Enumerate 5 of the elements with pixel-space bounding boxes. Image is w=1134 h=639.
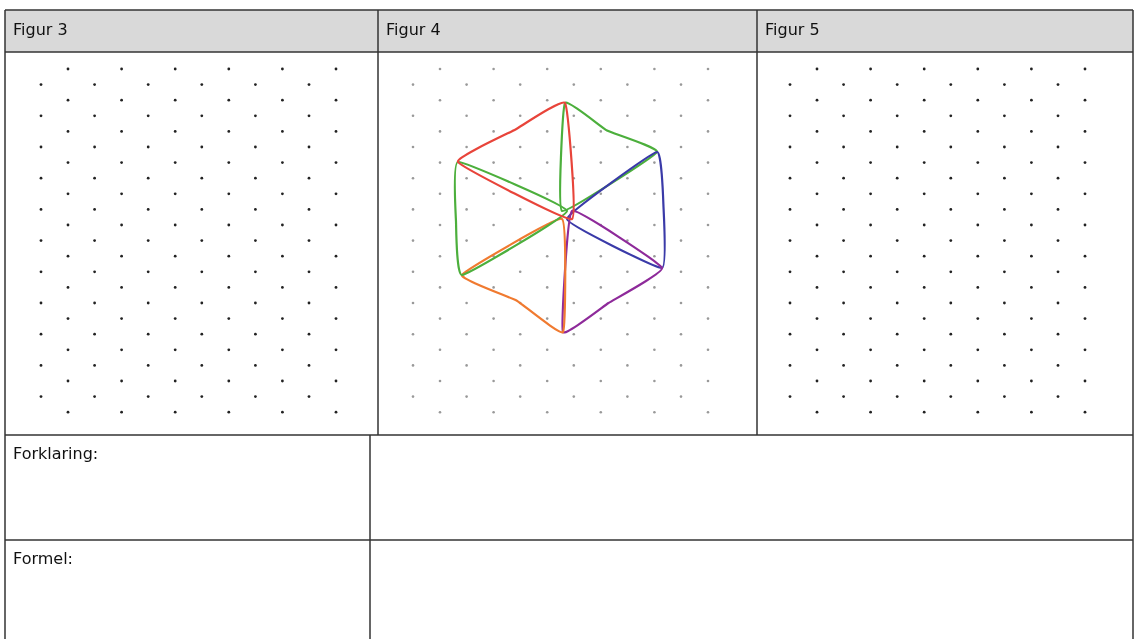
row-heading: Formel: <box>13 549 73 568</box>
column-heading: Figur 3 <box>13 20 68 39</box>
row-heading: Forklaring: <box>13 444 99 463</box>
column-heading: Figur 4 <box>386 20 441 39</box>
column-heading: Figur 5 <box>765 20 820 39</box>
